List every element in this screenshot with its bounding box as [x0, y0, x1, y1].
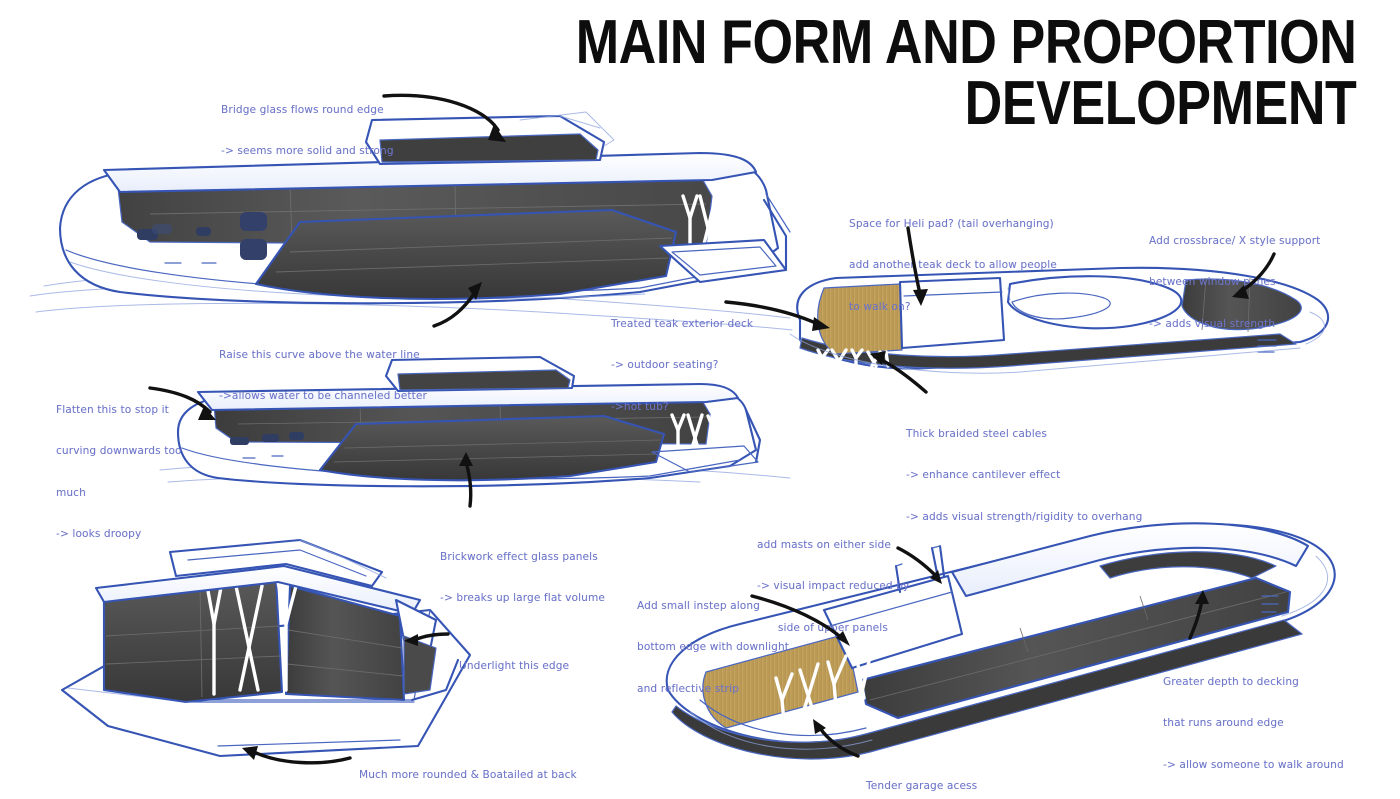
- page-title-line-2: DEVELOPMENT: [964, 69, 1356, 139]
- leader-boattail: [242, 746, 352, 765]
- annotation-underlight-edge: Underlight this edge: [459, 659, 570, 672]
- annotation-tender-garage: Tender garage acess -> can fold down to …: [866, 779, 978, 792]
- annotation-steel-cables: Thick braided steel cables -> enhance ca…: [906, 427, 1143, 523]
- sketch-stern-perspective: [60, 538, 472, 758]
- leader-tender-garage: [813, 719, 860, 758]
- stern-crossbrace-perspective: [204, 578, 298, 696]
- leader-raise-curve: [432, 282, 482, 328]
- leader-underlight: [404, 632, 450, 646]
- annotation-teak-deck: Treated teak exterior deck -> outdoor se…: [611, 317, 754, 413]
- leader-decking-depth: [1188, 590, 1209, 640]
- annotation-heli-pad: Space for Heli pad? (tail overhanging) a…: [849, 217, 1057, 313]
- annotation-small-instep: Add small instep along bottom edge with …: [637, 599, 790, 695]
- stern-crossbrace-top-right: [816, 348, 890, 368]
- stern-crossbrace-upper-left: [681, 194, 746, 246]
- annotation-decking-depth: Greater depth to decking that runs aroun…: [1163, 675, 1344, 771]
- leader-steel-cables: [870, 351, 928, 394]
- annotation-raise-curve: Raise this curve above the water line ->…: [219, 348, 427, 403]
- leader-brickwork: [459, 452, 473, 508]
- annotation-boattail-back: Much more rounded & Boatailed at back ->…: [359, 768, 577, 781]
- page-title: MAIN FORM AND PROPORTION DEVELOPMENT: [427, 8, 1356, 139]
- page-title-line-1: MAIN FORM AND PROPORTION: [575, 8, 1356, 77]
- annotation-flatten-this: Flatten this to stop it curving downward…: [56, 403, 182, 541]
- annotation-brickwork-glass: Brickwork effect glass panels -> breaks …: [440, 550, 605, 605]
- annotation-bridge-glass: Bridge glass flows round edge -> seems m…: [221, 103, 394, 158]
- annotation-crossbrace: Add crossbrace/ X style support between …: [1149, 234, 1321, 330]
